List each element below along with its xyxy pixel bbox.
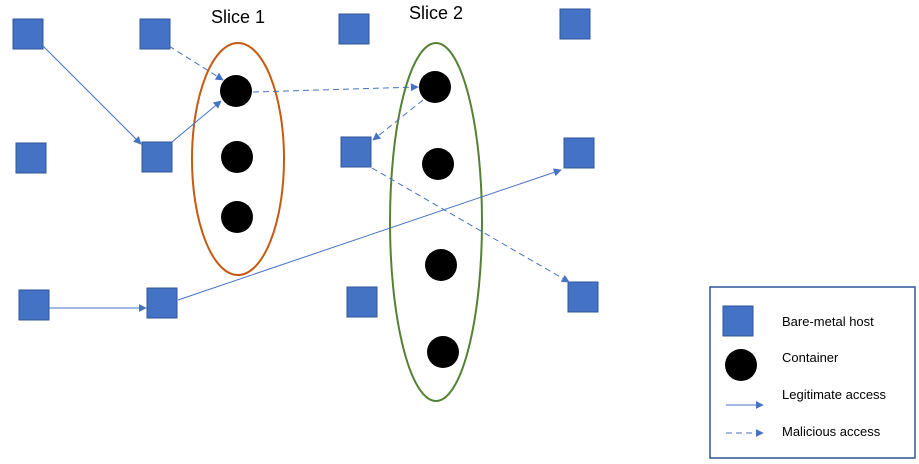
legitimate-access-edge: [40, 43, 142, 145]
slice-2-title: Slice 2: [409, 3, 463, 23]
legend-host-swatch: [722, 305, 754, 337]
slice-1-title: Slice 1: [211, 7, 265, 27]
legend-legitimate-label: Legitimate access: [782, 387, 887, 402]
hosts-group: [12, 8, 599, 321]
legend-host-label: Bare-metal host: [782, 314, 874, 329]
malicious-access-edge: [371, 167, 570, 283]
host-top-center: [139, 18, 171, 50]
slice-2-boundary: [389, 42, 483, 402]
host-mid-right: [563, 137, 595, 169]
malicious-access-edge: [252, 83, 419, 93]
container-slice2-1: [419, 71, 451, 103]
legend-container-label: Container: [782, 350, 839, 365]
legend-malicious-label: Malicious access: [782, 424, 881, 439]
malicious-access-edge: [372, 99, 424, 141]
legitimate-access-edge: [171, 100, 222, 143]
container-slice1-bottom: [221, 201, 253, 233]
host-bottom-slice2: [346, 286, 378, 318]
access-edges-group: [40, 43, 570, 312]
container-slice2-3: [425, 249, 457, 281]
host-top-right: [559, 8, 591, 40]
legend-container-swatch: [725, 349, 757, 381]
legitimate-access-edge: [177, 168, 562, 301]
host-top-slice2: [338, 13, 370, 45]
host-bottom-right: [567, 281, 599, 313]
container-slice1-top: [220, 75, 252, 107]
container-slice1-middle: [221, 141, 253, 173]
malicious-access-edge: [168, 45, 224, 81]
container-slice2-4: [427, 336, 459, 368]
slice-1-boundary: [191, 42, 285, 276]
host-mid-left: [15, 142, 47, 174]
legend: Bare-metal host Container Legitimate acc…: [709, 286, 916, 459]
containers-group: [220, 71, 459, 368]
host-mid-center: [141, 141, 173, 173]
host-bottom-left: [18, 289, 50, 321]
host-bottom-center: [146, 287, 178, 319]
container-slice2-2: [422, 148, 454, 180]
host-mid-slice2: [340, 136, 372, 168]
host-top-left: [12, 18, 44, 50]
